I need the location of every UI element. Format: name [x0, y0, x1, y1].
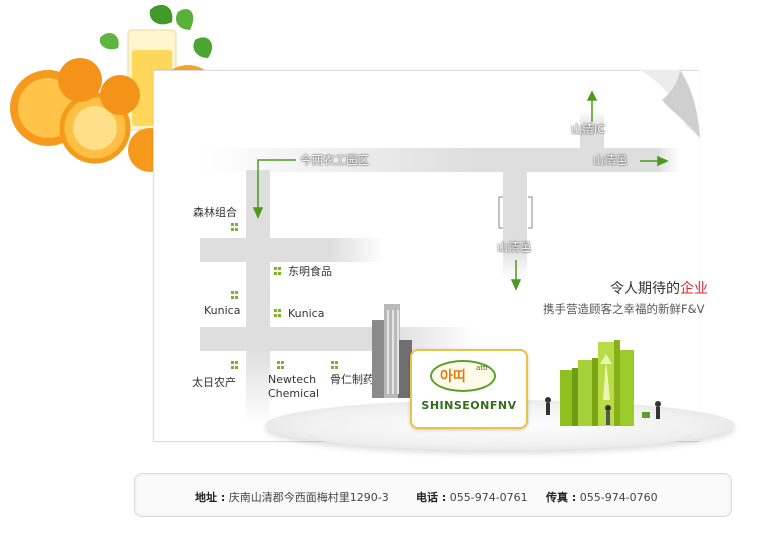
logo-mark-small: atti: [476, 364, 488, 372]
place-marker-kunica-left: [231, 291, 239, 299]
fax-label: 传真 :: [546, 491, 577, 504]
tagline-main-highlight: 企业: [680, 281, 708, 297]
place-marker-dongming: [274, 267, 282, 275]
address-label: 地址 :: [195, 491, 226, 504]
main-road-label: 今西农工园区: [300, 153, 369, 167]
place-label-gooin: 骨仁制药: [330, 373, 374, 386]
place-marker-kunica-right: [274, 309, 282, 317]
place-label-chemical: Chemical: [268, 387, 320, 400]
tagline-main: 令人期待的企业: [610, 278, 708, 298]
address-item: 地址 : 庆南山清郡今西面梅村里1290-3: [195, 489, 389, 505]
fax-value: 055-974-0760: [579, 491, 658, 504]
vertical-road-label: 山清邑: [497, 240, 532, 254]
road-east-1: [200, 238, 385, 262]
page-curl: [640, 70, 700, 138]
logo-mark: 아띠 atti: [430, 360, 496, 392]
buildings-illustration: [372, 304, 412, 398]
contact-footer: 地址 : 庆南山清郡今西面梅村里1290-3 电话 : 055-974-0761…: [134, 473, 732, 517]
company-name: SHINSEONFNV: [421, 399, 517, 412]
place-marker-forest: [231, 223, 239, 231]
tagline-sub: 携手营造顾客之幸福的新鲜F&V: [543, 302, 705, 316]
address-value: 庆南山清郡今西面梅村里1290-3: [228, 491, 389, 504]
tagline-main-prefix: 令人期待的: [610, 281, 680, 297]
place-marker-taeil: [231, 361, 239, 369]
fax-item: 传真 : 055-974-0760: [546, 489, 658, 505]
place-label-newtech: Newtech: [268, 373, 317, 386]
place-marker-newtech: [277, 361, 285, 369]
main-road-east: [600, 148, 680, 172]
place-label-kunica-left: Kunica: [204, 304, 241, 317]
ic-label: 山清IC: [571, 122, 606, 136]
place-label-taeil: 太日农产: [192, 376, 236, 389]
place-label-forest: 森林组合: [193, 206, 237, 219]
phone-label: 电话 :: [416, 491, 447, 504]
place-label-kunica-right: Kunica: [288, 307, 325, 320]
logo-mark-text: 아띠: [440, 369, 466, 385]
company-logo-box[interactable]: 아띠 atti SHINSEONFNV: [410, 349, 528, 429]
place-marker-gooin: [331, 361, 339, 369]
place-label-dongming: 东明食品: [288, 265, 332, 278]
phone-value: 055-974-0761: [449, 491, 528, 504]
right-exit-label: 山清邑: [593, 153, 628, 167]
vertical-road-right: [503, 170, 527, 280]
phone-item: 电话 : 055-974-0761: [416, 489, 528, 505]
road-east-2: [200, 327, 475, 351]
growth-bars-illustration: [545, 340, 661, 426]
